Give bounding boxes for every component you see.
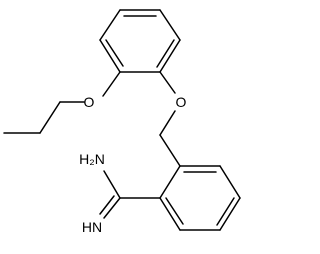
imine-label: HN xyxy=(82,219,102,235)
bond xyxy=(103,197,121,219)
propoxy-chain xyxy=(3,71,121,134)
bond xyxy=(219,197,241,231)
double-bond-inner xyxy=(99,195,115,215)
bond xyxy=(159,110,176,136)
oxygen-propoxy-label: O xyxy=(84,94,95,110)
bond xyxy=(159,165,181,199)
double-bond-inner xyxy=(216,197,235,226)
amine-label: H₂N xyxy=(79,151,105,167)
bond xyxy=(219,165,241,199)
bond xyxy=(159,197,181,231)
bond xyxy=(99,39,121,73)
bond xyxy=(99,9,121,41)
bond xyxy=(102,71,121,97)
bond xyxy=(39,101,61,134)
amidine-group xyxy=(99,170,161,219)
ether-linker xyxy=(159,71,181,167)
molecule-structure-diagram: O O H₂N HN xyxy=(3,9,241,235)
bond xyxy=(159,39,181,73)
bond xyxy=(159,71,176,94)
upper-benzene-ring xyxy=(99,9,181,73)
double-bond-inner xyxy=(105,39,124,67)
oxygen-ether-label: O xyxy=(176,94,187,110)
lower-benzene-ring xyxy=(159,165,241,231)
bond xyxy=(159,134,181,167)
double-bond-inner xyxy=(165,197,184,225)
bond xyxy=(159,9,181,41)
double-bond-inner xyxy=(156,39,175,68)
bond xyxy=(103,170,121,199)
